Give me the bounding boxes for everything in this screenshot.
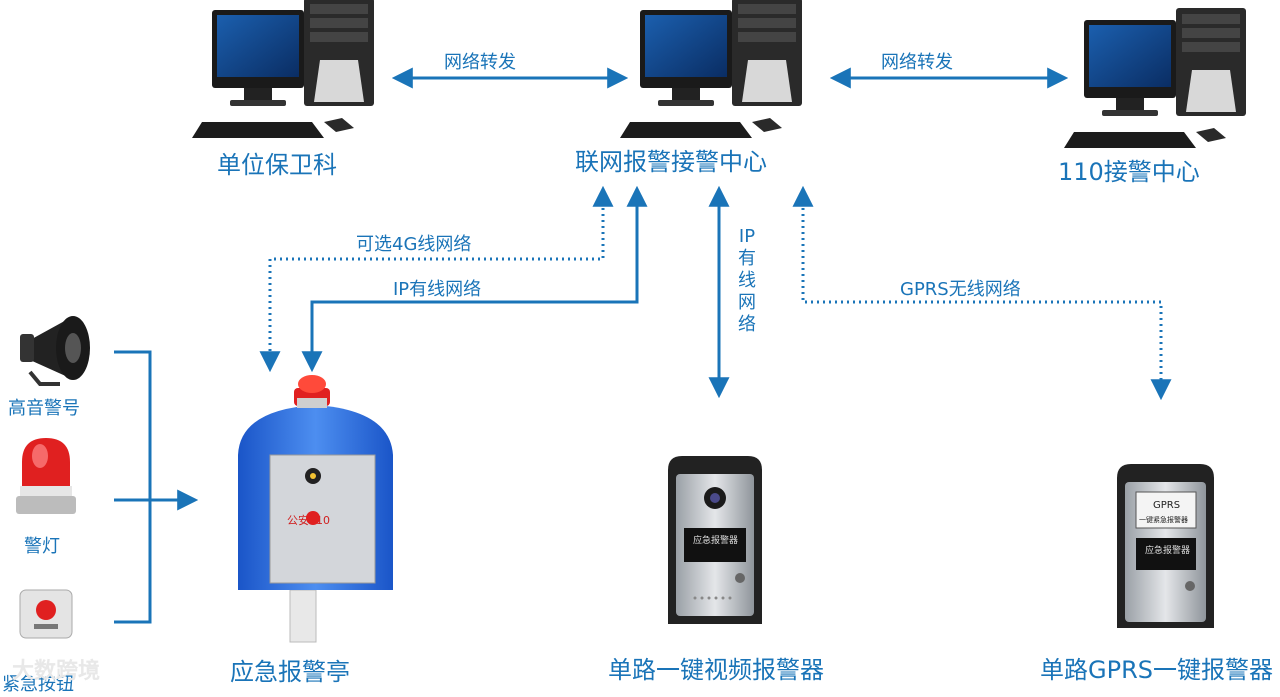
vertical-char: 网	[738, 292, 756, 313]
link-ip-wired	[301, 185, 648, 373]
computer-unit-security	[192, 0, 374, 138]
label-gprs-alarm: 单路GPRS一键报警器	[1040, 656, 1273, 684]
label-forward-left: 网络转发	[444, 52, 516, 73]
label-optional-4g: 可选4G线网络	[356, 234, 472, 255]
label-110-center: 110接警中心	[1058, 158, 1200, 186]
vertical-char: 线	[738, 270, 756, 291]
gprs-panel-top-text: GPRS	[1153, 500, 1180, 511]
siren-icon	[20, 316, 90, 386]
vertical-char: 有	[738, 248, 756, 269]
label-siren: 高音警号	[8, 398, 80, 419]
label-forward-right: 网络转发	[881, 52, 953, 73]
label-kiosk: 应急报警亭	[230, 658, 350, 686]
label-alarm-center: 联网报警接警中心	[575, 148, 767, 176]
peripheral-bracket	[114, 350, 152, 624]
label-gprs-wireless: GPRS无线网络	[900, 279, 1021, 300]
label-video-alarm: 单路一键视频报警器	[608, 656, 824, 684]
label-ip-wired: IP有线网络	[393, 279, 482, 300]
emergency-button-icon	[19, 589, 73, 639]
video-alarm-device-icon: 应急报警器	[668, 456, 762, 624]
watermark: 大数跨境	[12, 659, 101, 684]
warning-light-icon	[16, 438, 76, 514]
gprs-panel-sub-text: 一键紧急报警器	[1139, 515, 1188, 524]
computer-110-center	[1064, 8, 1246, 148]
label-unit-security: 单位保卫科	[217, 151, 337, 179]
label-ip-wired-vertical: IP 有 线 网 络	[736, 226, 758, 336]
label-light: 警灯	[24, 536, 60, 557]
video-panel-text: 应急报警器	[693, 534, 738, 546]
gprs-alarm-device-icon: GPRS 一键紧急报警器 应急报警器	[1117, 464, 1214, 628]
label-button: 紧急按钮	[2, 674, 74, 695]
vertical-char: 络	[738, 314, 756, 335]
vertical-char: IP	[738, 226, 756, 247]
gprs-panel-mid-text: 应急报警器	[1145, 544, 1190, 556]
emergency-kiosk-icon: 公安110	[238, 375, 393, 643]
link-gprs-wireless	[792, 185, 1172, 401]
computer-alarm-center	[620, 0, 802, 138]
